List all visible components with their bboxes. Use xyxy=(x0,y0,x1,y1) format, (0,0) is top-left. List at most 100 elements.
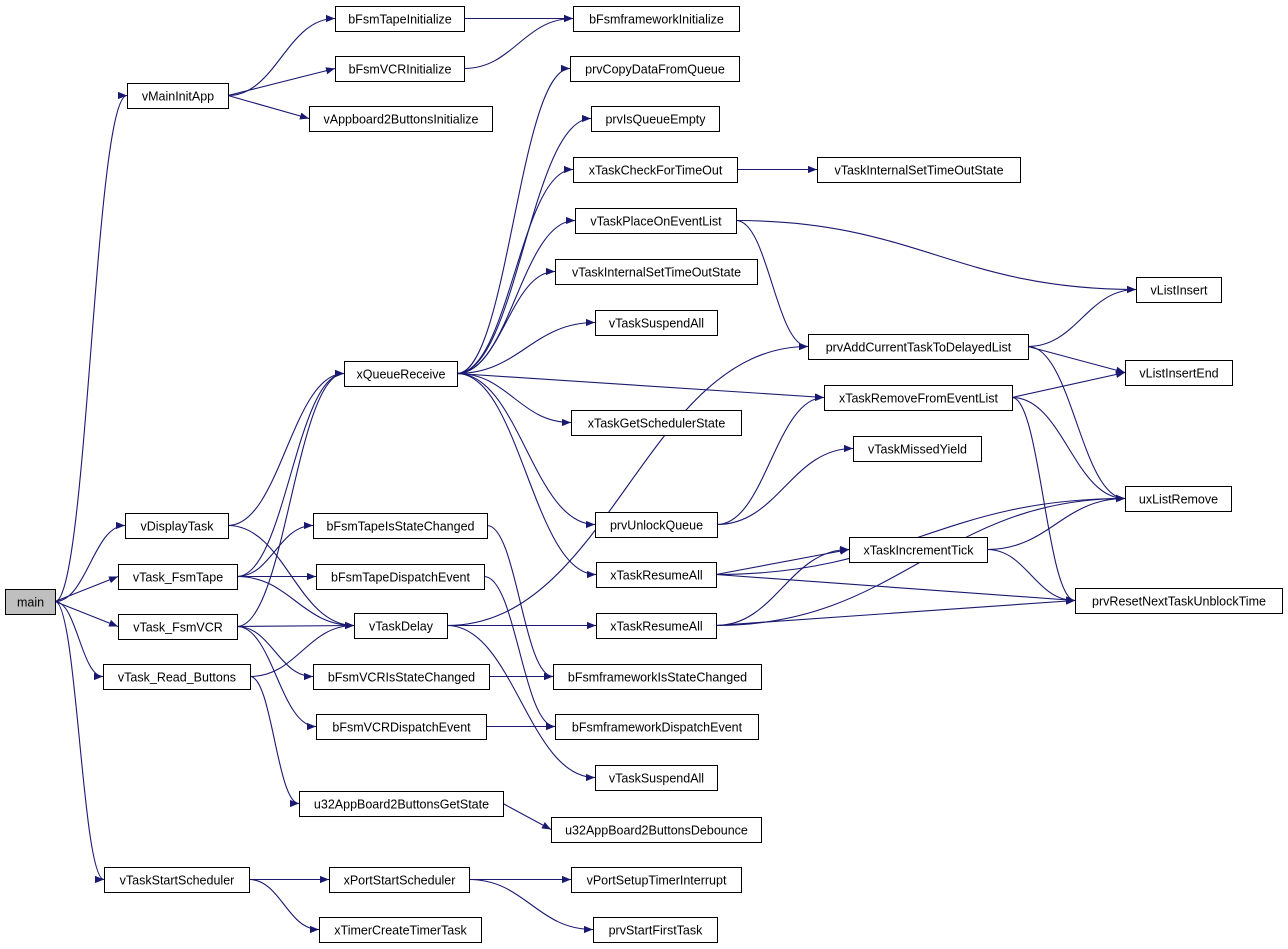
edge-line xyxy=(1027,345,1126,503)
node-label: vTask_FsmTape xyxy=(133,571,223,585)
node-label: u32AppBoard2ButtonsDebounce xyxy=(565,824,748,838)
edge-x-queue-receive-to-v-task-suspend-all-a xyxy=(456,318,596,375)
edge-line xyxy=(227,94,310,120)
node-prv-add-current-task-to-delayed-list[interactable]: prvAddCurrentTaskToDelayedList xyxy=(808,334,1029,360)
edge-line xyxy=(456,318,596,375)
node-x-task-resume-all-b[interactable]: xTaskResumeAll xyxy=(596,613,717,639)
edge-main-to-v-task-fsm-vcr xyxy=(54,600,119,628)
node-box xyxy=(118,614,238,640)
node-v-task-fsm-vcr[interactable]: vTask_FsmVCR xyxy=(118,614,238,640)
edge-line xyxy=(463,14,574,70)
node-b-fsmframework-dispatch-event[interactable]: bFsmframeworkDispatchEvent xyxy=(555,714,759,740)
node-prv-start-first-task[interactable]: prvStartFirstTask xyxy=(593,917,718,943)
node-label: vListInsertEnd xyxy=(1139,367,1218,381)
node-v-main-init-app[interactable]: vMainInitApp xyxy=(127,83,229,109)
node-v-task-start-scheduler[interactable]: vTaskStartScheduler xyxy=(104,867,250,893)
node-prv-is-queue-empty[interactable]: prvIsQueueEmpty xyxy=(591,106,720,132)
node-label: vTaskDelay xyxy=(369,620,434,634)
node-x-port-start-scheduler[interactable]: xPortStartScheduler xyxy=(329,867,470,893)
node-box xyxy=(127,83,229,109)
edge-v-display-task-to-x-queue-receive xyxy=(227,369,345,527)
node-b-fsm-tape-initialize[interactable]: bFsmTapeInitialize xyxy=(335,6,465,32)
node-label: prvUnlockQueue xyxy=(610,519,703,533)
node-prv-unlock-queue[interactable]: prvUnlockQueue xyxy=(595,512,718,538)
edge-v-task-place-on-event-list-to-prv-add-current-task-to-delayed-list xyxy=(735,219,809,351)
node-v-appboard2-buttons-initialize[interactable]: vAppboard2ButtonsInitialize xyxy=(309,106,493,132)
edge-main-to-v-task-fsm-tape xyxy=(54,575,119,603)
node-v-list-insert-end[interactable]: vListInsertEnd xyxy=(1125,360,1233,386)
node-b-fsm-vcrinitialize[interactable]: bFsmVCRInitialize xyxy=(335,56,465,82)
edge-line xyxy=(715,573,1076,604)
node-label: xTaskRemoveFromEventList xyxy=(839,392,999,406)
node-b-fsm-tape-dispatch-event[interactable]: bFsmTapeDispatchEvent xyxy=(316,564,485,590)
node-v-task-suspend-all-a[interactable]: vTaskSuspendAll xyxy=(595,310,718,336)
node-v-task-place-on-event-list[interactable]: vTaskPlaceOnEventList xyxy=(575,208,737,234)
edge-prv-unlock-queue-to-x-task-remove-from-event-list xyxy=(716,393,825,526)
edge-v-main-init-app-to-b-fsm-vcrinitialize xyxy=(227,67,336,97)
edge-line xyxy=(456,64,571,375)
node-v-task-read-buttons[interactable]: vTask_Read_Buttons xyxy=(103,664,251,690)
node-x-task-remove-from-event-list[interactable]: xTaskRemoveFromEventList xyxy=(824,385,1013,411)
node-box xyxy=(595,310,718,336)
node-x-task-resume-all-a[interactable]: xTaskResumeAll xyxy=(596,562,717,588)
node-main[interactable]: main xyxy=(5,589,56,615)
edge-x-task-resume-all-b-to-x-task-increment-tick xyxy=(715,545,850,627)
node-label: prvResetNextTaskUnblockTime xyxy=(1092,595,1266,609)
node-v-task-internal-set-time-out-state-b[interactable]: vTaskInternalSetTimeOutState xyxy=(555,259,758,285)
node-v-display-task[interactable]: vDisplayTask xyxy=(125,513,229,539)
node-b-fsmframework-initialize[interactable]: bFsmframeworkInitialize xyxy=(573,6,740,32)
node-x-task-get-scheduler-state[interactable]: xTaskGetSchedulerState xyxy=(571,410,742,436)
edge-line xyxy=(248,878,320,934)
node-v-port-setup-timer-interrupt[interactable]: vPortSetupTimerInterrupt xyxy=(571,867,742,893)
edges-layer xyxy=(54,14,1137,934)
node-x-timer-create-timer-task[interactable]: xTimerCreateTimerTask xyxy=(319,917,482,943)
edge-line xyxy=(446,624,596,782)
node-prv-copy-data-from-queue[interactable]: prvCopyDataFromQueue xyxy=(570,56,740,82)
node-x-queue-receive[interactable]: xQueueReceive xyxy=(344,361,458,387)
edge-line xyxy=(1011,396,1126,503)
edge-v-task-fsm-vcr-to-b-fsm-vcrdispatch-event xyxy=(236,625,317,731)
node-box xyxy=(335,6,465,32)
node-x-task-increment-tick[interactable]: xTaskIncrementTick xyxy=(849,537,988,563)
node-x-task-check-for-time-out[interactable]: xTaskCheckForTimeOut xyxy=(573,157,738,183)
node-b-fsmframework-is-state-changed[interactable]: bFsmframeworkIsStateChanged xyxy=(553,664,762,690)
edge-x-queue-receive-to-x-task-get-scheduler-state xyxy=(456,372,572,427)
edge-v-task-place-on-event-list-to-v-list-insert xyxy=(735,219,1137,294)
node-ux-list-remove[interactable]: uxListRemove xyxy=(1125,486,1232,512)
node-label: bFsmframeworkInitialize xyxy=(589,13,724,27)
node-v-task-suspend-all-b[interactable]: vTaskSuspendAll xyxy=(595,765,718,791)
node-box xyxy=(808,334,1029,360)
node-label: xTaskResumeAll xyxy=(610,569,702,583)
node-b-fsm-vcris-state-changed[interactable]: bFsmVCRIsStateChanged xyxy=(313,664,490,690)
edge-x-task-resume-all-b-to-prv-reset-next-task-unblock-time xyxy=(715,597,1076,627)
node-label: vListInsert xyxy=(1151,284,1208,298)
edge-line xyxy=(456,372,825,401)
edge-b-fsm-tape-is-state-changed-to-b-fsmframework-is-state-changed xyxy=(486,524,554,681)
edge-line xyxy=(715,494,1126,576)
node-v-task-missed-yield[interactable]: vTaskMissedYield xyxy=(853,436,982,462)
edge-u32-app-board2-buttons-get-state-to-u32-app-board2-buttons-debounce xyxy=(502,803,552,830)
node-box xyxy=(104,867,250,893)
edge-line xyxy=(54,92,128,603)
node-b-fsm-vcrdispatch-event[interactable]: bFsmVCRDispatchEvent xyxy=(316,714,487,740)
node-v-task-fsm-tape[interactable]: vTask_FsmTape xyxy=(118,564,238,590)
node-label: uxListRemove xyxy=(1139,493,1218,507)
node-u32-app-board2-buttons-get-state[interactable]: u32AppBoard2ButtonsGetState xyxy=(299,791,504,817)
node-label: vMainInitApp xyxy=(142,90,214,104)
node-box xyxy=(571,410,742,436)
node-label: prvIsQueueEmpty xyxy=(605,113,706,127)
node-label: main xyxy=(17,596,44,610)
edge-v-task-fsm-tape-to-b-fsm-tape-is-state-changed xyxy=(236,521,314,578)
edge-line xyxy=(715,545,850,627)
edge-x-queue-receive-to-prv-copy-data-from-queue xyxy=(456,64,571,375)
node-box xyxy=(571,867,742,893)
node-v-task-delay[interactable]: vTaskDelay xyxy=(354,613,448,639)
node-u32-app-board2-buttons-debounce[interactable]: u32AppBoard2ButtonsDebounce xyxy=(551,817,762,843)
node-v-task-internal-set-time-out-state-a[interactable]: vTaskInternalSetTimeOutState xyxy=(817,157,1021,183)
node-v-list-insert[interactable]: vListInsert xyxy=(1136,277,1222,303)
edge-v-task-read-buttons-to-v-task-delay xyxy=(249,621,355,678)
node-box xyxy=(551,817,762,843)
node-box xyxy=(344,361,458,387)
node-b-fsm-tape-is-state-changed[interactable]: bFsmTapeIsStateChanged xyxy=(313,513,488,539)
node-prv-reset-next-task-unblock-time[interactable]: prvResetNextTaskUnblockTime xyxy=(1075,588,1283,614)
